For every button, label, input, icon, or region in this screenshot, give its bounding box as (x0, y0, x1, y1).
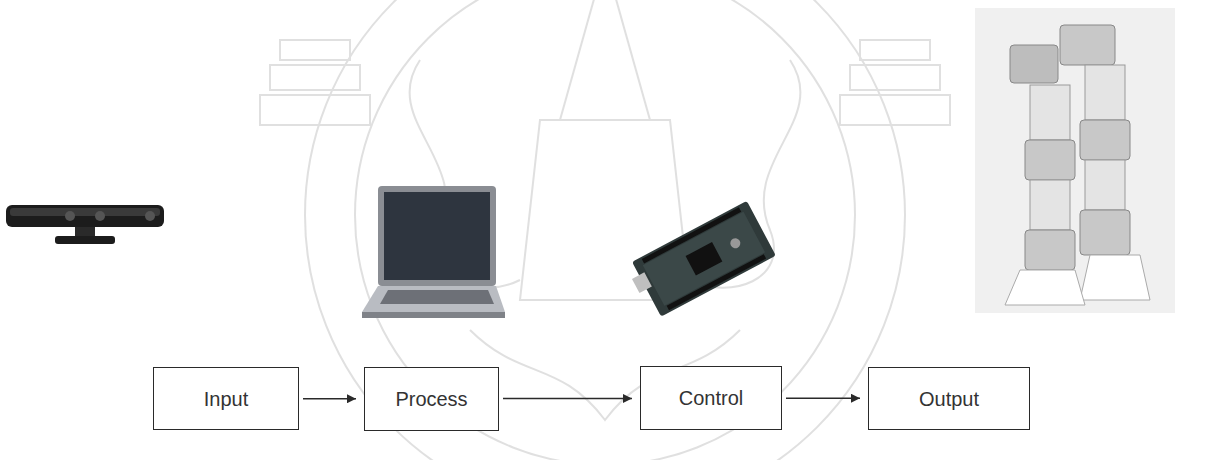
process-box: Control (640, 366, 782, 430)
humanoid-robot (975, 8, 1175, 313)
process-box: Output (868, 367, 1030, 430)
node-label: Process (395, 387, 467, 411)
flow-arrow (303, 398, 356, 400)
kinect-sensor (6, 205, 164, 244)
watermark-seal (260, 0, 950, 460)
node-label: Control (679, 386, 743, 410)
node-label: Input (204, 387, 248, 411)
flow-arrow (503, 398, 632, 400)
laptop (362, 186, 505, 318)
node-label: Output (919, 387, 979, 411)
flow-arrow (786, 397, 860, 399)
process-box: Process (364, 367, 499, 431)
controller-board (625, 201, 776, 321)
process-box: Input (153, 367, 299, 430)
